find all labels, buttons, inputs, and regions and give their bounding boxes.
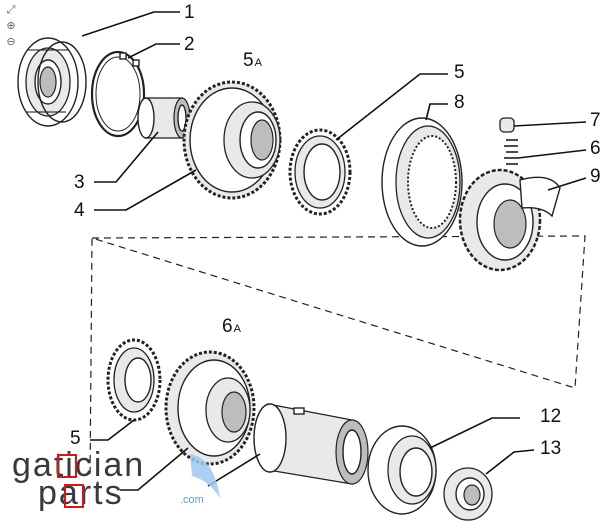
group-label-5a: 5A [243,50,263,71]
part-synchro-ring-lower[interactable] [106,338,162,422]
callout-13: 13 [540,438,561,459]
group-label-6a: 6A [222,316,242,337]
callout-6: 6 [590,138,601,159]
zoom-in-icon[interactable]: ⊕ [6,20,16,32]
part-detent-spring[interactable] [504,139,518,165]
leader-lines [81,11,587,491]
part-bearing-lower[interactable] [367,425,437,515]
callout-9: 9 [590,166,601,187]
callout-7: 7 [590,110,601,131]
watermark-line1: gatician [12,446,146,484]
callout-labels: 1 2 3 4 5 8 7 6 9 5 12 13 5A 6A [70,2,601,459]
expand-icon[interactable]: ⤢ [6,4,16,16]
part-synchro-ring-upper[interactable] [288,128,352,216]
callout-3: 3 [74,172,85,193]
watermark-accent-box-2 [64,484,84,508]
zoom-out-icon[interactable]: ⊖ [6,36,16,48]
part-snap-ring[interactable] [90,50,146,138]
callout-2: 2 [184,34,195,55]
watermark-accent-box [57,454,77,478]
part-detent-pin[interactable] [499,117,515,133]
part-nut[interactable] [443,467,493,521]
part-engagement-sleeve[interactable] [381,117,463,247]
watermark-wing-icon [190,454,220,498]
callout-5-lower: 5 [70,428,81,449]
group-boundary-dashed [89,235,586,479]
watermark-logo: gatician parts .com [12,446,222,516]
part-gear-bushing[interactable] [253,403,369,485]
watermark-domain: .com [180,494,204,506]
callout-12: 12 [540,406,561,427]
part-synchro-hub[interactable] [458,168,561,272]
part-gear-5a[interactable] [182,80,282,200]
callout-4: 4 [74,200,85,221]
part-sleeve[interactable] [137,97,191,139]
viewer-toolbar: ⤢ ⊕ ⊖ [4,3,20,51]
part-gear-6a[interactable] [164,350,256,466]
callout-8: 8 [454,92,465,113]
callout-1: 1 [184,2,195,23]
part-bearing[interactable] [17,37,87,127]
callout-5-upper: 5 [454,62,465,83]
watermark-line2: parts [38,474,124,512]
